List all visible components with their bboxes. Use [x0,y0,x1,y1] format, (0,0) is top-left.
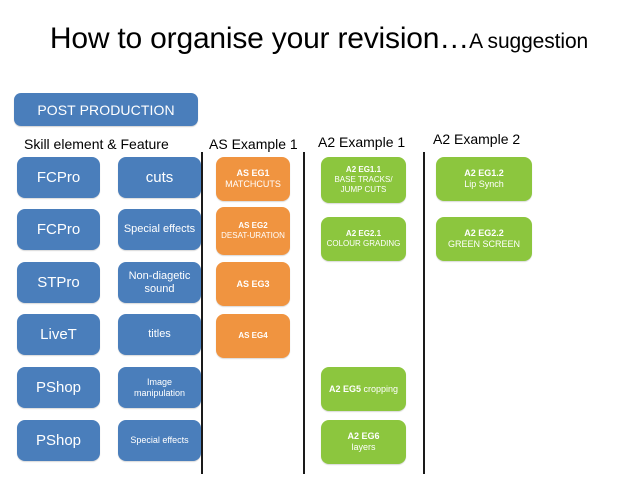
node-as-example-1-3[interactable]: AS EG4 [216,314,290,358]
column-header-3: A2 Example 2 [433,131,521,147]
node-label-secondary: layers [351,442,376,452]
node-a2-example-1-2[interactable]: A2 EG5 cropping [321,367,406,411]
node-label-secondary: cropping [363,383,399,394]
node-skill-element-2[interactable]: STPro [17,262,100,303]
node-label-primary: AS EG4 [238,331,268,340]
node-label-primary: titles [148,328,171,340]
node-label-primary: LiveT [40,326,77,343]
node-label-primary: Non-diagetic [128,269,191,282]
node-label-primary: FCPro [36,169,81,186]
node-label-primary: A2 EG2.2 [464,228,504,238]
node-skill-element-0[interactable]: FCPro [17,157,100,198]
node-label-primary: STPro [37,274,80,291]
node-label-primary: A2 EG2.1 [345,229,382,238]
section-banner-label: POST PRODUCTION [37,101,175,118]
node-label-secondary: Lip Synch [464,179,504,189]
node-feature-3[interactable]: titles [118,314,201,355]
node-label-primary: A2 EG1.1 [345,165,382,174]
node-skill-element-4[interactable]: PShop [17,367,100,408]
node-label-primary: Special effects [123,223,196,235]
column-header-0: Skill element & Feature [24,136,169,152]
node-label-primary: cuts [145,169,174,186]
node-label-secondary: COLOUR GRADING [326,239,401,248]
node-label-secondary: DESAT-URATION [221,231,285,240]
node-label-secondary: manipulation [133,387,186,398]
node-feature-1[interactable]: Special effects [118,209,201,250]
node-label-primary: AS EG3 [236,278,270,289]
node-label-primary: AS EG1 [236,168,270,178]
node-label-secondary: GREEN SCREEN [447,239,520,249]
column-divider-1 [303,152,305,474]
node-feature-0[interactable]: cuts [118,157,201,198]
page-title-main: How to organise your revision… [49,22,470,55]
section-banner-post-production[interactable]: POST PRODUCTION [14,93,198,126]
node-label-primary: A2 EG1.2 [464,168,504,178]
node-skill-element-1[interactable]: FCPro [17,209,100,250]
node-skill-element-5[interactable]: PShop [17,420,100,461]
node-label-primary: AS EG2 [238,221,268,230]
page-title-subtitle: A suggestion [469,30,589,53]
node-feature-5[interactable]: Special effects [118,420,201,461]
node-label-primary: PShop [35,432,82,449]
node-label-primary: Image [146,376,172,387]
column-header-1: AS Example 1 [209,136,298,152]
node-label-primary: PShop [35,379,82,396]
node-label-secondary: BASE TRACKS/ JUMP CUTS [334,175,393,194]
node-as-example-1-2[interactable]: AS EG3 [216,262,290,306]
node-label-primary: A2 EG6 [347,431,380,441]
column-divider-0 [201,152,203,474]
node-label-primary: Special effects [130,435,189,445]
node-skill-element-3[interactable]: LiveT [17,314,100,355]
node-label: A2 EG5 cropping [329,384,398,395]
page-title: How to organise your revision…A suggesti… [0,22,638,59]
node-label-primary: FCPro [36,221,81,238]
node-label-secondary: MATCHCUTS [225,179,281,189]
column-divider-2 [423,152,425,474]
node-label-primary: A2 EG5 [328,383,364,394]
column-header-2: A2 Example 1 [318,134,406,150]
node-label-secondary: sound [144,282,175,295]
